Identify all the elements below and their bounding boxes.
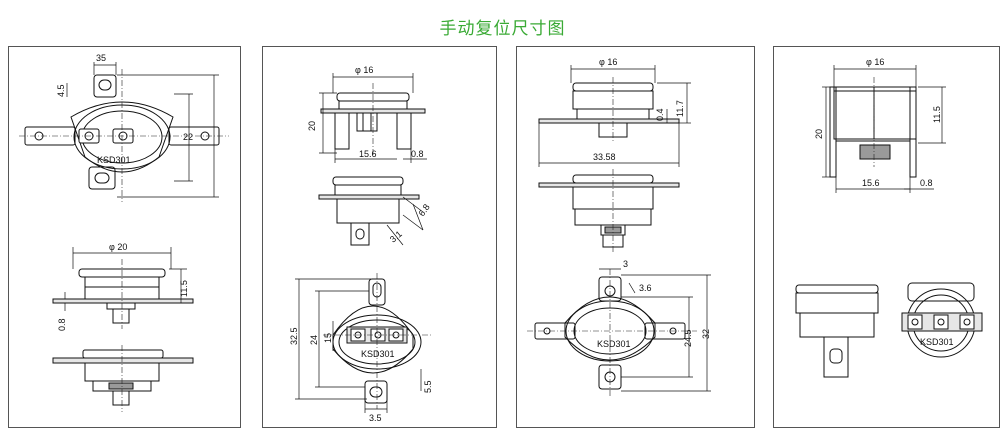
model-label: KSD301 xyxy=(361,349,395,359)
dim-3-6: 3.6 xyxy=(639,283,652,293)
dim-15: 15 xyxy=(323,333,333,343)
dim-3-1: 3.1 xyxy=(388,229,404,245)
dim-phi-16: φ 16 xyxy=(866,57,884,67)
dim-22: 22 xyxy=(183,132,193,142)
dim-0-8: 0.8 xyxy=(411,149,424,159)
dim-3-5: 3.5 xyxy=(369,413,382,423)
dim-phi-16: φ 16 xyxy=(355,65,373,75)
dim-4-5: 4.5 xyxy=(56,84,66,97)
dim-32: 32 xyxy=(701,329,711,339)
dim-0-8: 0.8 xyxy=(57,318,67,331)
model-label: KSD301 xyxy=(597,339,631,349)
dim-phi-16: φ 16 xyxy=(599,57,617,67)
page-title: 手动复位尺寸图 xyxy=(439,19,566,39)
dim-15-6: 15.6 xyxy=(359,149,377,159)
dim-33-58: 33.58 xyxy=(593,152,616,162)
dim-20: 20 xyxy=(307,121,317,131)
dim-24: 24 xyxy=(309,335,319,345)
panel-1-drawing: KSD301 35 4.5 22 φ 20 11.5 0.8 xyxy=(19,53,229,412)
dim-32-5: 32.5 xyxy=(289,327,299,345)
drawing-panel-4: φ 16 20 11.5 15.6 0.8 KSD301 xyxy=(773,46,1000,428)
dim-35: 35 xyxy=(96,53,106,63)
dim-0-8: 0.8 xyxy=(920,178,933,188)
drawing-panel-2: φ 16 20 15.6 0.8 6.8 3.1 KSD301 32.5 xyxy=(262,46,497,428)
dim-5-5: 5.5 xyxy=(423,380,433,393)
dim-3: 3 xyxy=(623,259,628,269)
dim-6-8: 6.8 xyxy=(416,202,431,218)
drawing-panel-1: KSD301 35 4.5 22 φ 20 11.5 0.8 xyxy=(8,46,241,428)
dim-15-6: 15.6 xyxy=(862,178,880,188)
panel-4-drawing: φ 16 20 11.5 15.6 0.8 KSD301 xyxy=(795,57,983,378)
dim-0-4: 0.4 xyxy=(655,108,665,121)
dim-11-7: 11.7 xyxy=(675,100,685,117)
dim-20: 20 xyxy=(814,129,824,139)
panel-3-drawing: φ 16 0.4 11.7 33.58 KSD301 3 3.6 24.5 32 xyxy=(527,57,711,397)
model-label: KSD301 xyxy=(920,337,954,347)
dim-11-5: 11.5 xyxy=(179,280,189,297)
drawing-panel-3: φ 16 0.4 11.7 33.58 KSD301 3 3.6 24.5 32 xyxy=(516,46,755,428)
dim-phi-20: φ 20 xyxy=(109,242,127,252)
panel-2-drawing: φ 16 20 15.6 0.8 6.8 3.1 KSD301 32.5 xyxy=(289,65,433,423)
dim-11-5: 11.5 xyxy=(932,106,942,123)
dim-24-5: 24.5 xyxy=(683,329,693,347)
model-label: KSD301 xyxy=(97,155,131,165)
